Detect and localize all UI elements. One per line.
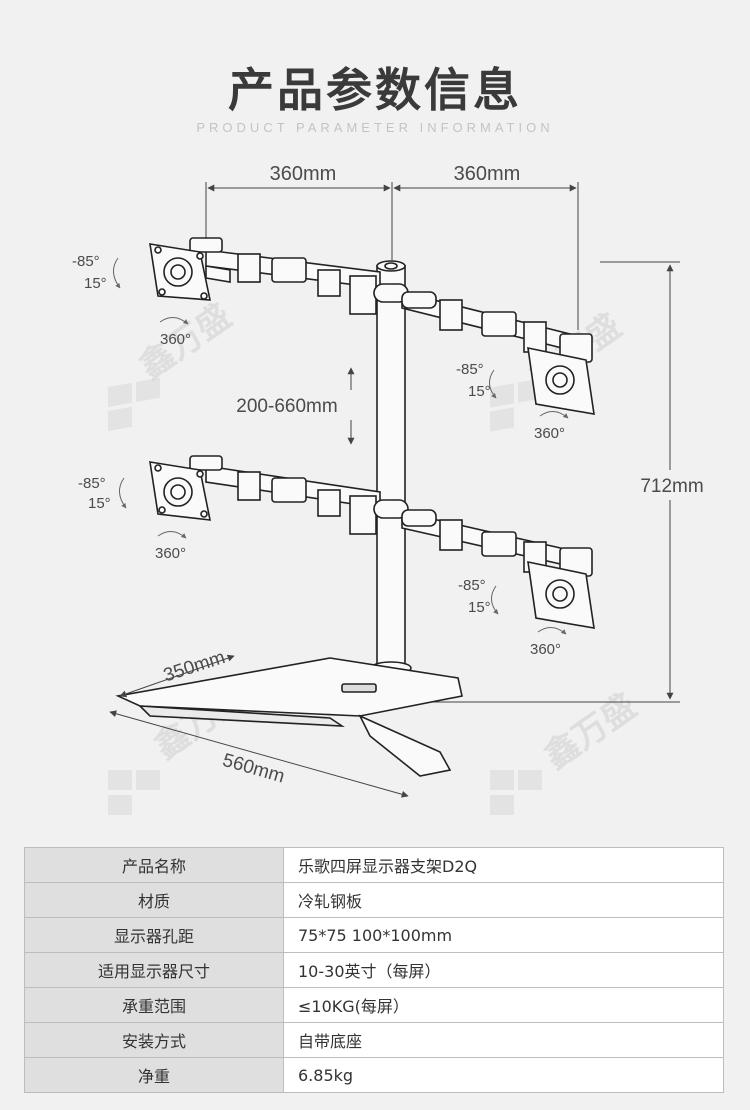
spec-value: ≤10KG(每屏） bbox=[283, 987, 724, 1023]
vesa-plate-top-right bbox=[527, 346, 595, 415]
arm-right-label: 360mm bbox=[454, 163, 521, 185]
arm-left-label: 360mm bbox=[270, 163, 337, 185]
base-width-label: 560mm bbox=[220, 750, 287, 788]
page-title: 产品参数信息 bbox=[228, 63, 522, 117]
spec-label: 承重范围 bbox=[24, 987, 284, 1023]
spec-value: 冷轧钢板 bbox=[283, 882, 724, 918]
spec-value: 自带底座 bbox=[283, 1022, 724, 1058]
vesa-plate-bottom-right bbox=[527, 560, 595, 629]
lower-arm-assembly bbox=[189, 455, 593, 577]
svg-text:-85°: -85° bbox=[456, 361, 484, 378]
product-dimension-diagram: 鑫万盛 鑫万盛 鑫万盛 鑫万盛 360mm 360mm 712mm 200-66… bbox=[72, 163, 704, 815]
svg-text:15°: 15° bbox=[468, 599, 491, 616]
svg-text:15°: 15° bbox=[84, 275, 107, 292]
svg-text:360°: 360° bbox=[530, 641, 561, 658]
spec-label: 适用显示器尺寸 bbox=[24, 952, 284, 988]
svg-text:-85°: -85° bbox=[78, 475, 106, 492]
tilt-annotations: -85° 15° 360° -85° 15° 360° -85° 15° 360… bbox=[72, 253, 565, 658]
spec-value: 75*75 100*100mm bbox=[283, 917, 724, 953]
total-height-label: 712mm bbox=[640, 476, 703, 497]
svg-text:360°: 360° bbox=[534, 425, 565, 442]
vesa-plate-bottom-left bbox=[149, 461, 211, 521]
svg-text:15°: 15° bbox=[468, 383, 491, 400]
spec-row: 材质冷轧钢板 bbox=[24, 882, 724, 918]
svg-text:360°: 360° bbox=[155, 545, 186, 562]
spec-value: 6.85kg bbox=[283, 1057, 724, 1093]
spec-label: 净重 bbox=[24, 1057, 284, 1093]
spec-label: 产品名称 bbox=[24, 847, 284, 883]
svg-text:-85°: -85° bbox=[72, 253, 100, 270]
upper-arm-assembly bbox=[189, 237, 593, 363]
spec-value: 乐歌四屏显示器支架D2Q bbox=[283, 847, 724, 883]
spec-row: 产品名称乐歌四屏显示器支架D2Q bbox=[24, 847, 724, 883]
watermark-brand: 鑫万盛 bbox=[537, 686, 643, 777]
svg-text:360°: 360° bbox=[160, 331, 191, 348]
arm-width-dimension bbox=[205, 182, 579, 330]
svg-text:-85°: -85° bbox=[458, 577, 486, 594]
spec-row: 安装方式自带底座 bbox=[24, 1022, 724, 1058]
center-pole bbox=[376, 260, 406, 671]
base-dimension-lines bbox=[109, 654, 409, 798]
svg-text:15°: 15° bbox=[88, 495, 111, 512]
page-subtitle: PRODUCT PARAMETER INFORMATION bbox=[196, 120, 554, 135]
spec-row: 承重范围≤10KG(每屏） bbox=[24, 987, 724, 1023]
rotation-arrows bbox=[113, 257, 569, 635]
height-dimension bbox=[430, 261, 680, 703]
spec-label: 安装方式 bbox=[24, 1022, 284, 1058]
spec-label: 材质 bbox=[24, 882, 284, 918]
spec-label: 显示器孔距 bbox=[24, 917, 284, 953]
tier-spacing-label: 200-660mm bbox=[236, 396, 337, 417]
vesa-plate-top-left bbox=[149, 243, 212, 301]
spec-value: 10-30英寸（每屏） bbox=[283, 952, 724, 988]
